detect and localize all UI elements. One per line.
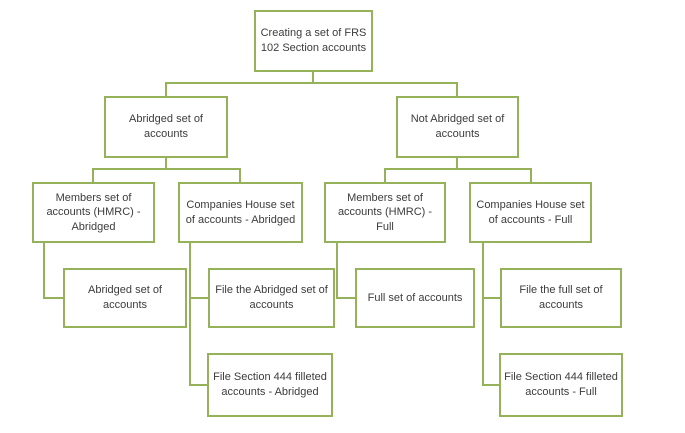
node-root: Creating a set of FRS 102 Section accoun… [254,10,373,72]
node-not-abridged-set: Not Abridged set of accounts [396,96,519,158]
connector-elbow-full-set [336,297,355,299]
connector-drop-not-abridged [456,82,458,97]
node-file-section-444-abridged: File Section 444 filleted accounts - Abr… [207,353,333,417]
connector-root-stub [312,71,314,84]
node-file-abridged-set: File the Abridged set of accounts [208,268,335,328]
connector-drop-companies-abridged [239,168,241,183]
connector-abridged-stub [165,158,167,170]
connector-elbow-file-abridged [189,297,208,299]
connector-elbow-file-full [482,297,500,299]
connector-elbow-file-444-full [482,384,499,386]
connector-abridged-hline [92,168,241,170]
node-members-hmrc-full: Members set of accounts (HMRC) - Full [324,182,446,243]
connector-members-abridged-vline [43,243,45,299]
node-file-full-set: File the full set of accounts [500,268,622,328]
node-abridged-set-of-accounts: Abridged set of accounts [104,96,228,158]
connector-not-abridged-stub [456,158,458,170]
node-file-section-444-full: File Section 444 filleted accounts - Ful… [499,353,623,417]
connector-elbow-file-444-abridged [189,384,207,386]
node-members-hmrc-abridged: Members set of accounts (HMRC) - Abridge… [32,182,155,243]
connector-drop-members-abridged [92,168,94,183]
connector-root-hline [165,82,458,84]
connector-drop-abridged [165,82,167,97]
connector-elbow-abridged-set [43,297,63,299]
node-companies-house-full: Companies House set of accounts - Full [469,182,592,243]
connector-members-full-vline [336,243,338,299]
node-full-set-of-accounts: Full set of accounts [355,268,475,328]
node-abridged-set-leaf: Abridged set of accounts [63,268,187,328]
connector-drop-members-full [384,168,386,183]
connector-not-abridged-hline [384,168,532,170]
node-companies-house-abridged: Companies House set of accounts - Abridg… [178,182,303,243]
connector-companies-full-vline [482,243,484,386]
connector-drop-companies-full [530,168,532,183]
connector-companies-abridged-vline [189,243,191,386]
